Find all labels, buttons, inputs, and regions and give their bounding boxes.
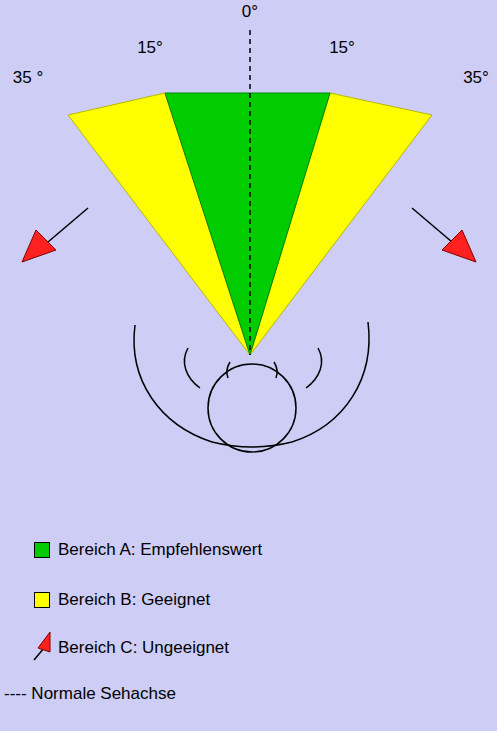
angle-label: 35 °	[13, 68, 43, 88]
person-sketch	[134, 322, 369, 452]
legend-swatch	[34, 542, 50, 558]
legend-text: Bereich C: Ungeeignet	[58, 638, 229, 658]
legend-row: Bereich C: Ungeeignet	[34, 637, 229, 659]
legend-text: ---- Normale Sehachse	[4, 684, 176, 704]
legend-swatch	[34, 592, 50, 608]
angle-label: 15°	[329, 38, 355, 58]
legend-row: Bereich A: Empfehlenswert	[34, 539, 262, 561]
legend-row: Bereich B: Geeignet	[34, 589, 210, 611]
angle-label: 15°	[137, 38, 163, 58]
red-arrow	[22, 208, 88, 262]
angle-label: 0°	[242, 2, 258, 22]
legend-text: Bereich A: Empfehlenswert	[58, 540, 262, 560]
legend-row: ---- Normale Sehachse	[4, 683, 176, 705]
red-arrow	[412, 208, 476, 262]
angle-label: 35°	[463, 68, 489, 88]
sight-axis	[249, 30, 251, 355]
legend-text: Bereich B: Geeignet	[58, 590, 210, 610]
legend-arrow-sample	[34, 632, 50, 660]
green-sector	[165, 93, 330, 355]
